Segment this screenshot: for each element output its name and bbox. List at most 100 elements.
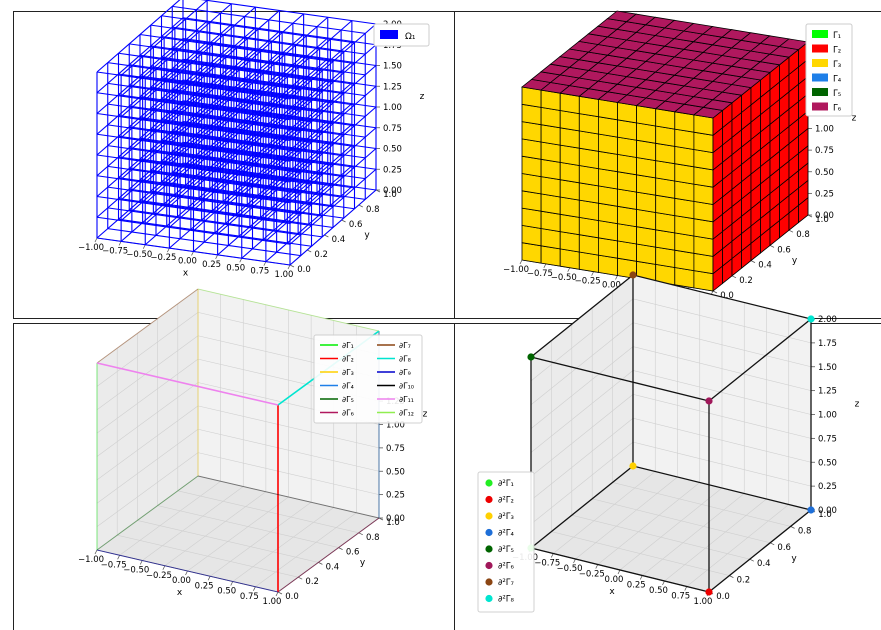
face-cell-front <box>617 223 637 245</box>
face-cell-front <box>655 142 676 165</box>
y-tick-label: 0.6 <box>346 548 360 558</box>
x-tick <box>662 580 665 586</box>
y-tick <box>318 562 323 565</box>
mesh-line-y <box>265 61 353 138</box>
legend-label: ∂²Γ₇ <box>498 578 515 588</box>
legend-swatch <box>812 73 828 82</box>
y-tick <box>277 591 283 595</box>
x-tick-label: 0.25 <box>195 581 214 591</box>
y-tick-label: 0.8 <box>366 533 380 543</box>
face-cell-front <box>636 191 657 213</box>
grid-line <box>197 475 380 519</box>
grid-line <box>632 322 812 368</box>
mesh-line-y <box>241 79 329 155</box>
vertex-point <box>705 397 713 405</box>
z-axis-label: z <box>423 410 428 420</box>
grid-line <box>632 370 812 415</box>
face-cell-front <box>674 197 695 220</box>
face-cell-front <box>540 158 561 181</box>
grid-line <box>157 505 339 548</box>
face-cell-front <box>559 92 580 115</box>
face-cell-front <box>578 199 599 221</box>
face-cell-front <box>636 243 657 265</box>
grid-line <box>530 441 634 525</box>
mesh-line-y <box>217 75 304 152</box>
face-cell-front <box>693 149 714 171</box>
face-cell-front <box>578 165 599 187</box>
x-axis-label: x <box>183 269 189 279</box>
face-cell-front <box>655 125 676 147</box>
face-cell-front <box>674 145 695 168</box>
grid-line <box>553 471 656 554</box>
grid-line <box>96 358 199 434</box>
face-cell-front <box>636 174 657 196</box>
face-cell-front <box>693 166 714 188</box>
mesh-line-x <box>161 35 355 65</box>
legend-label: ∂Γ₁₀ <box>399 382 414 391</box>
x-tick-label: 0.50 <box>649 586 668 596</box>
x-axis-label: x <box>609 587 615 597</box>
face-cell-front <box>521 190 542 212</box>
face-cell-front <box>598 185 618 207</box>
mesh-line-x <box>200 0 377 25</box>
grid-line <box>632 298 812 344</box>
face-cell-front <box>559 231 580 253</box>
grid-line <box>642 493 745 576</box>
y-tick <box>729 575 734 578</box>
z-tick-label: 0.00 <box>818 506 837 516</box>
grid-line <box>96 452 199 527</box>
mesh-line-y <box>241 37 329 114</box>
legend-marker <box>485 512 493 520</box>
x-tick-label: 1.00 <box>694 597 713 607</box>
face-cell-front <box>559 248 580 270</box>
legend-swatch <box>812 44 828 53</box>
z-tick-label: 0.75 <box>818 434 837 444</box>
face-cell-front <box>578 113 599 135</box>
x-tick <box>639 575 643 580</box>
face-cell-front <box>655 108 676 130</box>
edge-line <box>277 517 380 593</box>
legend-label: Γ₅ <box>833 89 841 99</box>
grid-line <box>164 491 267 566</box>
legend-label: ∂Γ₃ <box>342 368 354 377</box>
y-tick <box>788 229 794 233</box>
legend-label: Γ₆ <box>833 104 842 114</box>
face-cell-front <box>693 235 714 257</box>
x-tick <box>275 591 279 597</box>
face-cell-front <box>674 267 695 289</box>
x-tick <box>118 241 122 246</box>
legend-marker <box>485 545 493 553</box>
grid-line <box>632 346 812 391</box>
y-axis-line <box>277 517 380 593</box>
grid-line <box>117 534 299 578</box>
vertex-point <box>629 462 637 470</box>
mesh-line-y <box>241 16 329 93</box>
mesh-line-y <box>193 10 280 86</box>
x-tick-label: 0.75 <box>250 267 269 277</box>
vertex-point <box>807 315 815 323</box>
legend-label: ∂²Γ₄ <box>498 529 515 539</box>
face-cell-front <box>617 171 637 193</box>
x-tick-label: −0.75 <box>102 246 128 256</box>
y-tick <box>769 245 775 248</box>
mesh-line-y <box>265 82 353 159</box>
z-tick-label: 0.00 <box>815 211 834 221</box>
cube-edge <box>632 274 812 320</box>
legend-box <box>313 334 423 424</box>
z-tick-label: 1.50 <box>818 363 837 373</box>
grid-line <box>530 298 634 382</box>
face-cell-front <box>559 110 580 132</box>
face-cell-front <box>559 179 580 201</box>
face-cell-front <box>617 188 637 210</box>
grid-line <box>96 429 199 504</box>
face-cell-front <box>578 234 599 256</box>
face-cell-front <box>693 200 714 223</box>
y-tick-label: 0.6 <box>777 543 791 553</box>
y-tick <box>770 542 775 546</box>
face-cell-front <box>521 86 542 108</box>
x-tick-label: 0.00 <box>605 575 624 585</box>
face-cell-front <box>578 251 599 273</box>
y-tick <box>324 234 329 238</box>
y-tick <box>790 526 795 529</box>
legend-marker <box>485 528 493 537</box>
